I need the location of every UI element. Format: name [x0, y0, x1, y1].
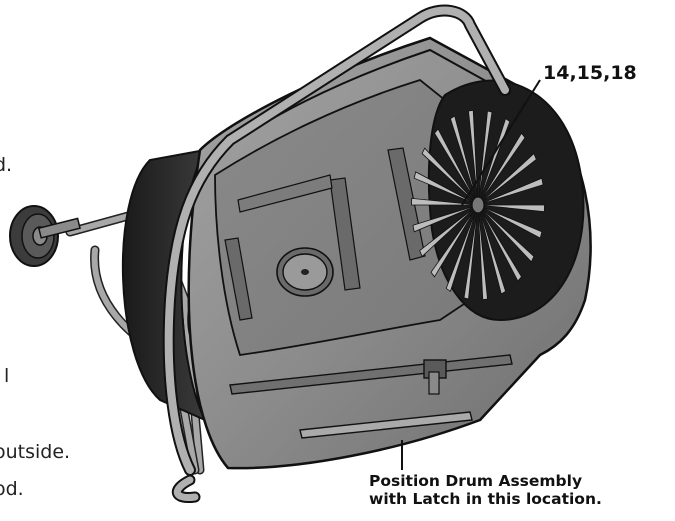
fan-blade: [477, 132, 526, 206]
part-numbers-callout: 14,15,18: [543, 62, 637, 84]
fan-blade: [419, 204, 479, 258]
leader-line-parts: [461, 79, 541, 206]
clipped-text-2: l: [4, 365, 10, 387]
clipped-text-4: od.: [0, 478, 24, 500]
fan-blade: [477, 204, 488, 301]
fan-blade: [430, 204, 479, 278]
fan-blade: [411, 197, 479, 206]
wheel: [9, 205, 81, 267]
fan-end: [411, 79, 585, 322]
position-note-line-2: with Latch in this location.: [369, 489, 602, 508]
frame-front: [162, 4, 511, 504]
fan-blade: [421, 147, 479, 206]
fan-blade: [413, 171, 479, 206]
fan-blade: [477, 204, 543, 239]
fan-blade: [434, 128, 479, 206]
clipped-text-1: d.: [0, 154, 13, 176]
fan-blade: [477, 204, 522, 282]
fan-blade: [477, 110, 493, 206]
fan-blade: [445, 204, 479, 293]
fan-blade: [477, 152, 537, 206]
fan-blade: [477, 177, 544, 206]
position-note-callout: Position Drum Assembly with Latch in thi…: [369, 472, 602, 509]
fan-blade: [449, 115, 479, 206]
clipped-text-3: outside.: [0, 441, 71, 463]
latch: [423, 359, 447, 395]
fan-blade: [463, 204, 479, 300]
fan-blade: [477, 204, 535, 263]
drum-body: [187, 36, 592, 470]
fan-blade: [412, 204, 479, 233]
fan-blade: [477, 204, 545, 213]
leader-lines: [401, 79, 541, 470]
fan-blade: [477, 204, 507, 295]
position-note-line-1: Position Drum Assembly: [369, 472, 583, 490]
